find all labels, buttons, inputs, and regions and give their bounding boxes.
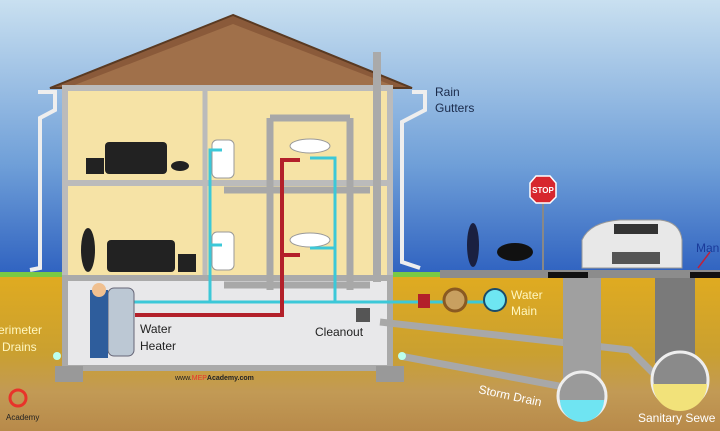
water-heater-icon (107, 287, 135, 357)
water-main-label: Main (511, 304, 537, 318)
valve-icon (418, 294, 430, 308)
toilet-icon (211, 139, 235, 179)
perimeter-drain-left (53, 352, 61, 360)
storm-drain-shaft (563, 278, 601, 388)
furniture (81, 142, 196, 272)
logo-text: Academy (6, 413, 39, 422)
sink-icon (289, 138, 331, 154)
sofa-icon (107, 240, 175, 272)
vent-stack (373, 52, 381, 282)
cold-water-pipes (130, 148, 495, 304)
rain-gutters-label: Gutters (435, 101, 474, 115)
rain-gutter-right (400, 90, 427, 270)
watermark: www.MEPAcademy.com (174, 375, 254, 382)
logo: Academy (6, 388, 39, 422)
manhole-label: Man (696, 241, 719, 255)
perimeter-drains-label: erimeter (0, 323, 42, 337)
water-main-icon (483, 288, 507, 312)
dog-icon (171, 161, 189, 171)
water-meter-icon (442, 287, 468, 313)
footing-left (55, 366, 83, 382)
road-marking (690, 272, 720, 278)
perimeter-drain-right (398, 352, 406, 360)
sofa-icon (105, 142, 167, 174)
water-heater-label: Water (140, 322, 172, 336)
water-heater-label: Heater (140, 339, 176, 353)
footing-right (376, 366, 404, 382)
pedestrian-icon (467, 223, 479, 267)
sewer-shaft (655, 278, 695, 363)
car-icon (581, 219, 683, 269)
gear-icon (8, 388, 28, 408)
sink-icon (289, 232, 331, 248)
toilet-icon (211, 231, 235, 271)
water-main-label: Water (511, 288, 543, 302)
plumber-head (92, 283, 106, 297)
stop-sign-text: STOP (532, 186, 554, 195)
stop-sign: STOP (529, 175, 557, 270)
cleanout-label: Cleanout (315, 325, 364, 339)
dog-icon (497, 243, 533, 261)
road-marking (548, 272, 588, 278)
plumber-figure (90, 290, 108, 358)
person-icon (81, 228, 95, 272)
rain-gutters-label: Rain (435, 85, 460, 99)
sanitary-sewer-label: Sanitary Sewe (638, 411, 716, 425)
rain-gutter-left (29, 90, 57, 272)
drain-pipes (224, 114, 663, 394)
cleanout-icon (356, 308, 370, 322)
hot-water-pipes (135, 158, 300, 317)
perimeter-drains-label: Drains (2, 340, 37, 354)
